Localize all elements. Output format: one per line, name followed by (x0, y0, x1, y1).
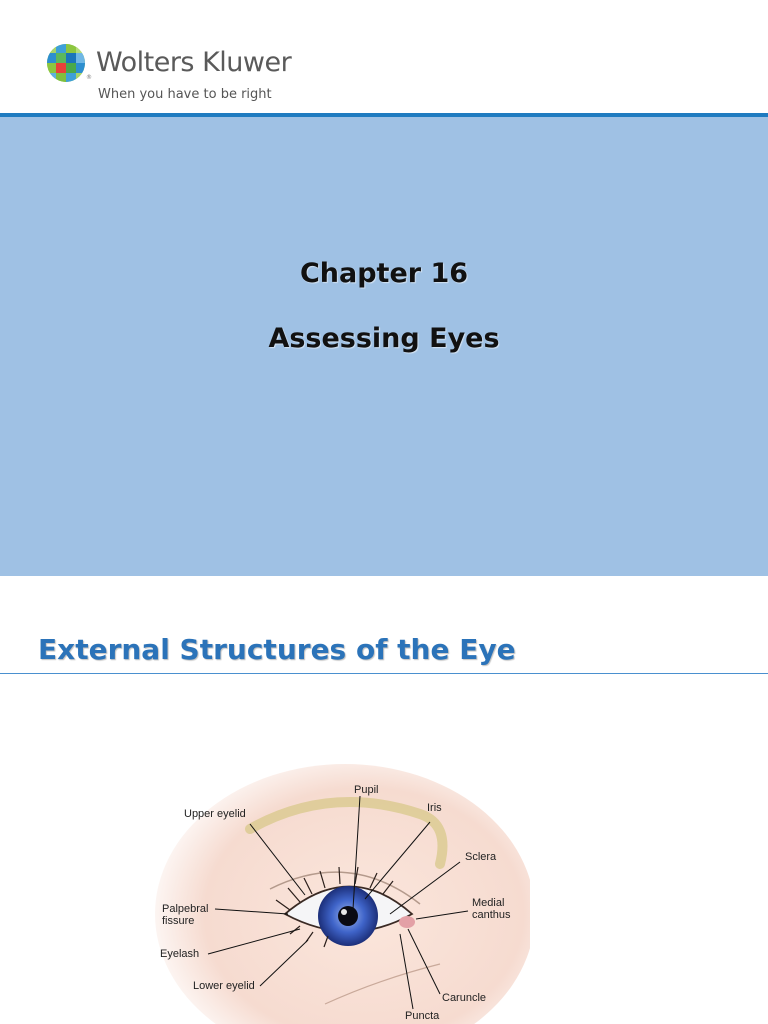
wolters-kluwer-logo-icon (47, 44, 85, 82)
label-caruncle: Caruncle (442, 992, 487, 1004)
brand-name: Wolters Kluwer (96, 47, 292, 78)
label-puncta: Puncta (405, 1010, 440, 1022)
title-panel (0, 117, 768, 576)
label-medial-canthus-line2: canthus (472, 909, 511, 921)
caruncle (399, 916, 415, 928)
leader-lines (207, 795, 469, 1010)
brand-tagline: When you have to be right (98, 87, 272, 102)
eyelashes (275, 866, 394, 948)
label-lower-eyelid: Lower eyelid (193, 980, 255, 992)
header-divider (0, 113, 768, 117)
header-band (0, 30, 768, 114)
registered-mark: ® (86, 74, 92, 81)
label-palpebral-fissure-line2: fissure (162, 915, 195, 927)
label-palpebral-fissure: Palpebral fissure (162, 903, 208, 927)
label-iris: Iris (427, 802, 442, 814)
title-slide: Wolters Kluwer ® When you have to be rig… (0, 30, 768, 576)
chapter-subtitle: Assessing Eyes (268, 323, 500, 354)
label-medial-canthus: Medial canthus (472, 897, 511, 921)
pupil (338, 906, 358, 926)
eyebrow (245, 797, 448, 869)
eye-illustration (155, 764, 530, 1024)
label-eyelash: Eyelash (160, 948, 200, 960)
chapter-title: Chapter 16 (299, 258, 469, 289)
label-medial-canthus-line1: Medial (472, 897, 505, 909)
upper-eyelid-crease (269, 871, 421, 905)
label-pupil: Pupil (354, 784, 379, 796)
title-divider (0, 673, 768, 674)
label-upper-eyelid: Upper eyelid (184, 808, 246, 820)
content-slide: External Structures of the Eye (0, 576, 768, 1024)
label-palpebral-fissure-line1: Palpebral (162, 903, 209, 915)
label-sclera: Sclera (465, 851, 497, 863)
slide-title: External Structures of the Eye (38, 633, 516, 666)
